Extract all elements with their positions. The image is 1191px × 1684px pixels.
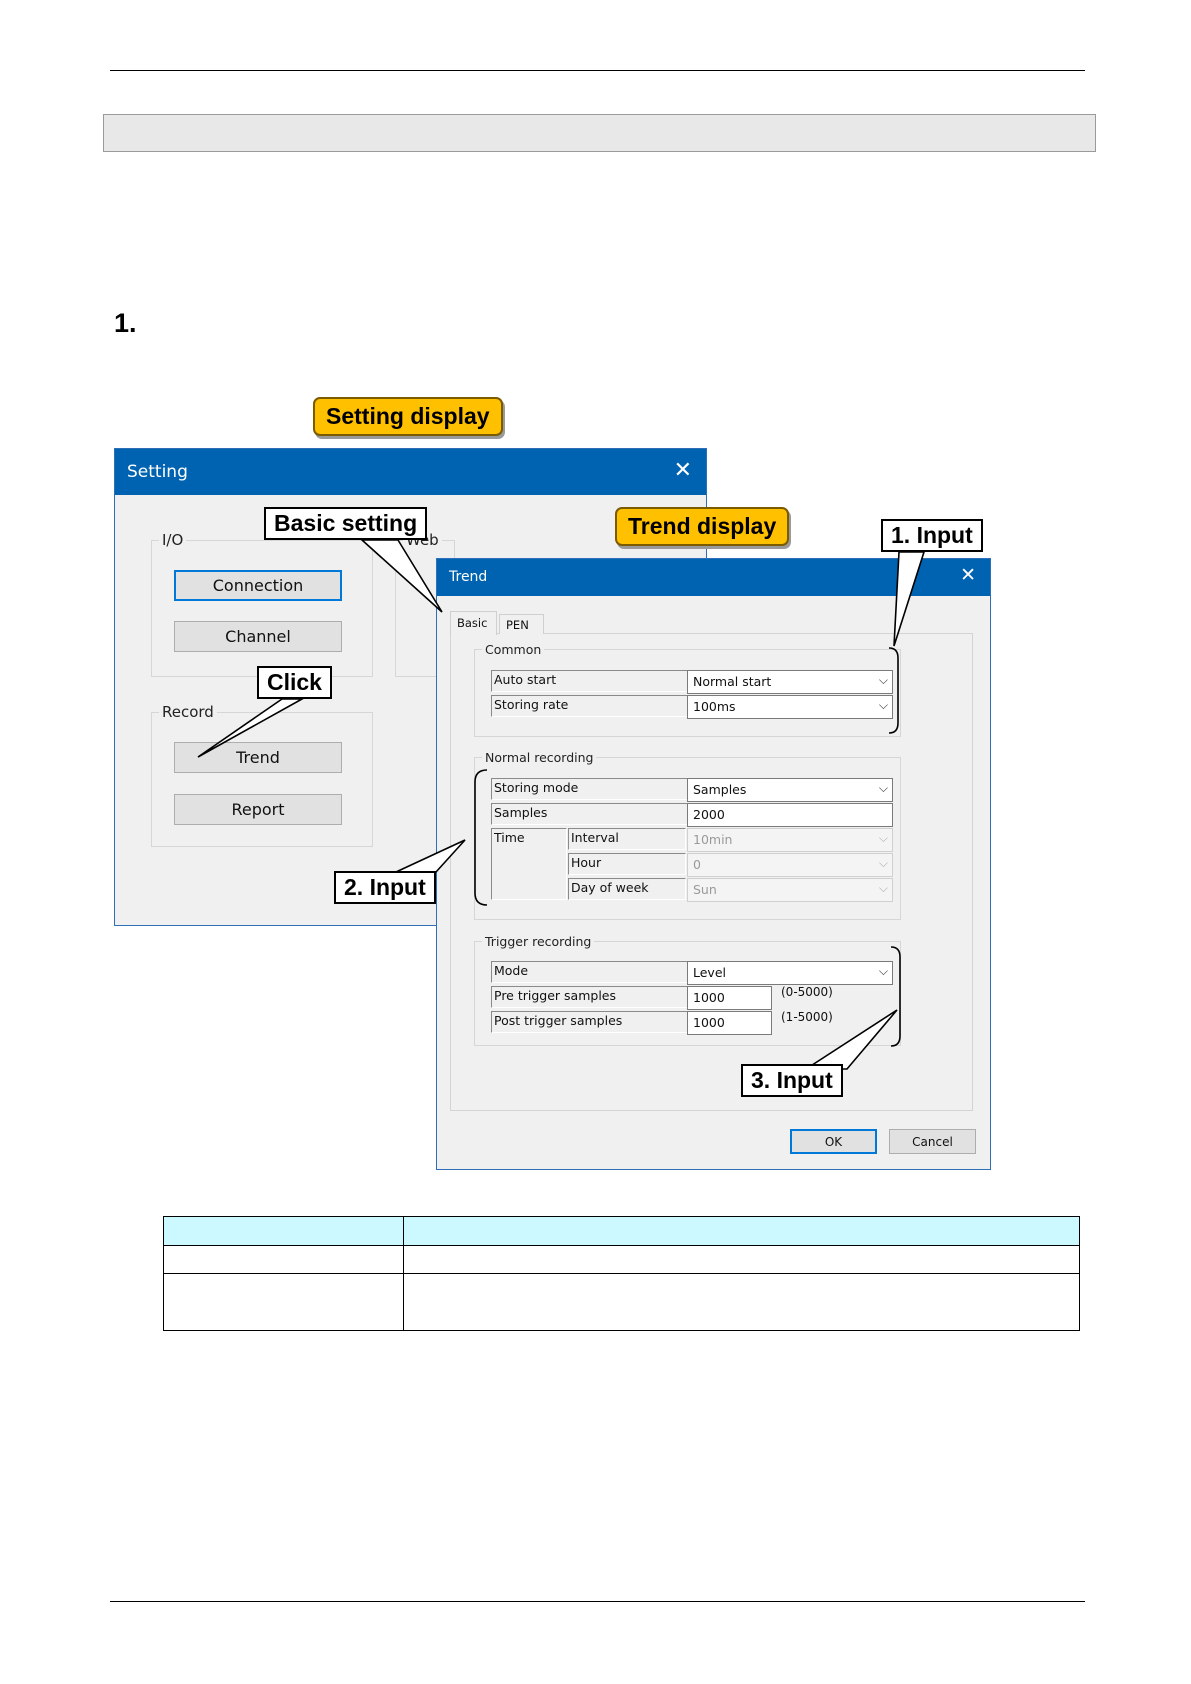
chevron-down-icon: ⌵ (878, 673, 888, 687)
normal-recording-label: Normal recording (482, 750, 597, 765)
channel-button[interactable]: Channel (174, 621, 342, 652)
table-row (163, 1245, 1080, 1274)
trend-window: Trend ✕ Basic PEN Common Auto start Norm… (436, 558, 991, 1170)
storing-mode-select[interactable]: Samples⌵ (687, 778, 893, 802)
input2-callout: 2. Input (334, 871, 436, 904)
day-of-week-label: Day of week (568, 878, 686, 900)
common-group (474, 649, 901, 737)
tab-pen[interactable]: PEN (499, 614, 544, 634)
report-button[interactable]: Report (174, 794, 342, 825)
chevron-down-icon: ⌵ (878, 856, 888, 870)
table-row (163, 1273, 1080, 1331)
setting-title: Setting (127, 462, 188, 482)
close-icon[interactable]: ✕ (673, 458, 692, 483)
common-group-label: Common (482, 642, 545, 657)
setting-display-callout: Setting display (313, 397, 503, 436)
trend-titlebar: Trend ✕ (437, 559, 990, 596)
interval-select[interactable]: 10min⌵ (687, 828, 893, 852)
samples-input[interactable]: 2000 (687, 803, 893, 827)
pre-trigger-label: Pre trigger samples (491, 986, 690, 1008)
mode-select[interactable]: Level⌵ (687, 961, 893, 985)
hour-select[interactable]: 0⌵ (687, 853, 893, 877)
basic-setting-callout: Basic setting (264, 507, 428, 540)
auto-start-label: Auto start (491, 670, 690, 692)
storing-rate-label: Storing rate (491, 695, 690, 717)
day-of-week-select[interactable]: Sun⌵ (687, 878, 893, 902)
interval-label: Interval (568, 828, 686, 850)
tab-basic[interactable]: Basic (450, 611, 497, 635)
pre-trigger-range: (0-5000) (781, 985, 833, 999)
table-header-row (163, 1216, 1080, 1246)
auto-start-select[interactable]: Normal start⌵ (687, 670, 893, 694)
record-group-label: Record (159, 703, 217, 721)
samples-label: Samples (491, 803, 690, 825)
click-callout: Click (257, 666, 332, 699)
trend-title: Trend (449, 569, 488, 585)
input3-callout: 3. Input (741, 1064, 843, 1097)
trend-display-callout: Trend display (615, 507, 790, 546)
chevron-down-icon: ⌵ (878, 881, 888, 895)
post-trigger-input[interactable]: 1000 (687, 1011, 772, 1035)
ok-button[interactable]: OK (790, 1129, 877, 1154)
close-icon[interactable]: ✕ (960, 564, 976, 586)
io-group-label: I/O (159, 531, 187, 549)
storing-mode-label: Storing mode (491, 778, 690, 800)
storing-rate-select[interactable]: 100ms⌵ (687, 695, 893, 719)
section-header-band (103, 114, 1096, 152)
trend-button[interactable]: Trend (174, 742, 342, 773)
mode-label: Mode (491, 961, 690, 983)
chevron-down-icon: ⌵ (878, 964, 888, 978)
record-group (151, 712, 373, 847)
cancel-button[interactable]: Cancel (889, 1129, 976, 1154)
step-number: 1. (114, 308, 137, 338)
top-rule (110, 70, 1085, 71)
setting-titlebar: Setting ✕ (115, 449, 706, 495)
time-label: Time (491, 828, 567, 900)
io-group (151, 540, 373, 677)
bottom-rule (110, 1601, 1085, 1602)
chevron-down-icon: ⌵ (878, 831, 888, 845)
hour-label: Hour (568, 853, 686, 875)
trigger-recording-label: Trigger recording (482, 934, 595, 949)
pre-trigger-input[interactable]: 1000 (687, 986, 772, 1010)
chevron-down-icon: ⌵ (878, 698, 888, 712)
parameter-table (163, 1216, 1080, 1331)
connection-button[interactable]: Connection (174, 570, 342, 601)
post-trigger-range: (1-5000) (781, 1010, 833, 1024)
input1-callout: 1. Input (881, 519, 983, 552)
post-trigger-label: Post trigger samples (491, 1011, 690, 1033)
chevron-down-icon: ⌵ (878, 781, 888, 795)
